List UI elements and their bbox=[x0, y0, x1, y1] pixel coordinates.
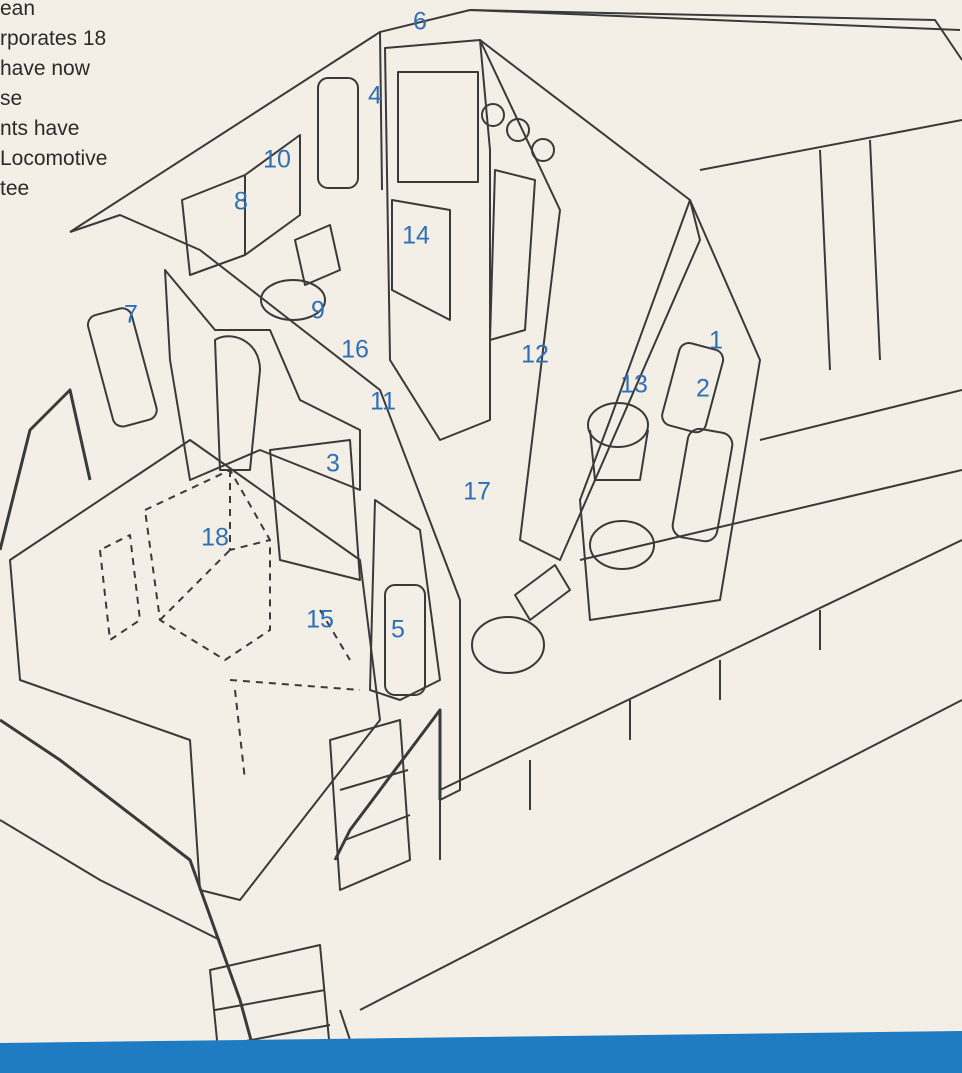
handrail-left bbox=[0, 388, 92, 551]
toilet-seat bbox=[587, 402, 649, 448]
front-steps bbox=[329, 719, 411, 891]
right-lower-window bbox=[671, 427, 734, 543]
brake-valve bbox=[214, 335, 261, 471]
hood-panels bbox=[439, 139, 881, 860]
short-hood-box bbox=[144, 469, 271, 661]
cab-rear-wall bbox=[69, 9, 962, 233]
callout-18: 18 bbox=[201, 523, 229, 552]
callout-5: 5 bbox=[391, 615, 405, 644]
callout-12: 12 bbox=[521, 340, 549, 369]
nose-partition bbox=[479, 39, 701, 561]
seat-rear bbox=[260, 279, 326, 321]
bottom-color-band bbox=[0, 1031, 962, 1073]
caption-fragment: ean rporates 18 have now se nts have Loc… bbox=[0, 0, 107, 204]
control-stand bbox=[384, 39, 491, 441]
callout-3: 3 bbox=[326, 449, 340, 478]
seat-right bbox=[589, 520, 655, 570]
engineer-window bbox=[269, 439, 361, 581]
caption-line: se bbox=[0, 87, 23, 110]
caption-line: have now bbox=[0, 57, 90, 80]
seat-front-back bbox=[514, 564, 571, 621]
seat-rear-back bbox=[294, 224, 341, 286]
callout-11: 11 bbox=[370, 387, 396, 416]
partition-panel bbox=[489, 169, 536, 341]
callout-17: 17 bbox=[463, 477, 491, 506]
short-hood-dashed bbox=[99, 534, 361, 781]
nose-door-window bbox=[384, 584, 426, 696]
cab-roof-line bbox=[379, 9, 961, 191]
rear-door-window bbox=[317, 77, 359, 189]
nose-door bbox=[369, 499, 441, 701]
caption-line: rporates 18 bbox=[0, 27, 107, 50]
seat-front bbox=[471, 616, 545, 674]
control-stand-door bbox=[391, 199, 451, 321]
callout-1: 1 bbox=[709, 326, 723, 355]
caption-line: ean bbox=[0, 0, 36, 20]
toilet-bowl bbox=[589, 429, 649, 481]
rear-window-right bbox=[244, 134, 301, 256]
callout-16: 16 bbox=[341, 335, 369, 364]
callout-14: 14 bbox=[402, 221, 430, 250]
right-side-wall bbox=[579, 199, 761, 621]
callout-13: 13 bbox=[620, 370, 648, 399]
callout-10: 10 bbox=[263, 145, 291, 174]
callout-8: 8 bbox=[234, 187, 248, 216]
engineer-controls bbox=[164, 269, 361, 491]
left-window bbox=[86, 307, 158, 428]
caption-line: Locomotive bbox=[0, 147, 108, 170]
callout-4: 4 bbox=[368, 81, 382, 110]
caption-line: nts have bbox=[0, 117, 80, 140]
control-panel bbox=[397, 71, 479, 183]
handrail-lower bbox=[0, 718, 262, 1073]
callout-7: 7 bbox=[124, 300, 138, 329]
callout-6: 6 bbox=[413, 7, 427, 36]
short-hood bbox=[9, 439, 381, 901]
caption-line: tee bbox=[0, 177, 30, 200]
callout-9: 9 bbox=[311, 296, 325, 325]
long-hood bbox=[359, 119, 962, 1011]
left-wall bbox=[69, 214, 461, 801]
callout-2: 2 bbox=[696, 374, 710, 403]
handrail-front bbox=[333, 708, 442, 861]
callout-15: 15 bbox=[306, 605, 334, 634]
right-window bbox=[661, 342, 725, 434]
gauge bbox=[481, 103, 505, 127]
